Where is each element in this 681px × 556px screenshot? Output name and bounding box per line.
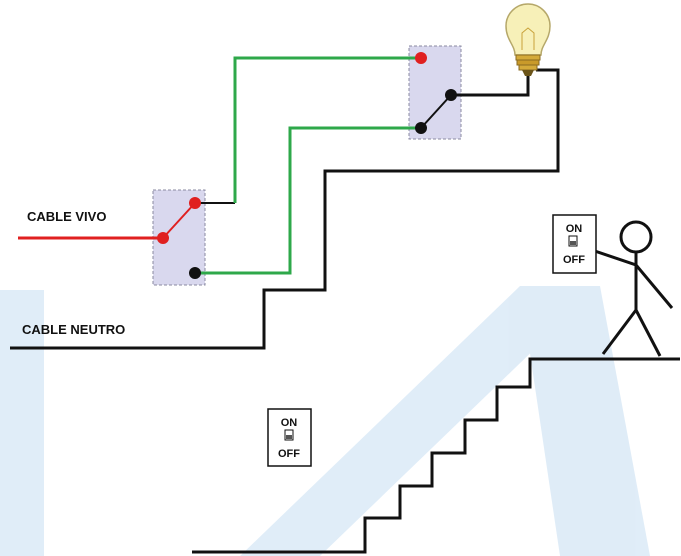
- traveler-wire-upper: [233, 56, 421, 203]
- right-switch-lever: [420, 94, 452, 129]
- left-switch-pivot: [157, 232, 169, 244]
- stick-figure-icon: [582, 220, 674, 357]
- live-cable-label: CABLE VIVO: [27, 209, 106, 224]
- left-switch-lever: [162, 202, 196, 239]
- neutral-cable-label: CABLE NEUTRO: [22, 322, 125, 337]
- left-switch-contact-top: [189, 197, 201, 209]
- wall-switch-top-on-label: ON: [566, 223, 583, 235]
- wall-switch-bottom-on-label: ON: [281, 417, 298, 429]
- right-switch-contact-top: [415, 52, 427, 64]
- switch-to-bulb-wire: [451, 70, 530, 97]
- light-bulb-icon: [505, 3, 551, 76]
- traveler-wire-lower: [195, 126, 421, 275]
- wall-switch-top: ON OFF: [552, 214, 597, 274]
- wall-switch-bottom-off-label: OFF: [278, 448, 300, 460]
- wall-switch-top-off-label: OFF: [563, 254, 585, 266]
- watermark-logo: [0, 286, 650, 556]
- left-switch-contact-bottom: [189, 267, 201, 279]
- wall-switch-bottom: ON OFF: [267, 408, 312, 467]
- right-switch-pivot: [445, 89, 457, 101]
- neutral-wire: [10, 68, 560, 350]
- staircase: [192, 357, 680, 554]
- right-switch-contact-bottom: [415, 122, 427, 134]
